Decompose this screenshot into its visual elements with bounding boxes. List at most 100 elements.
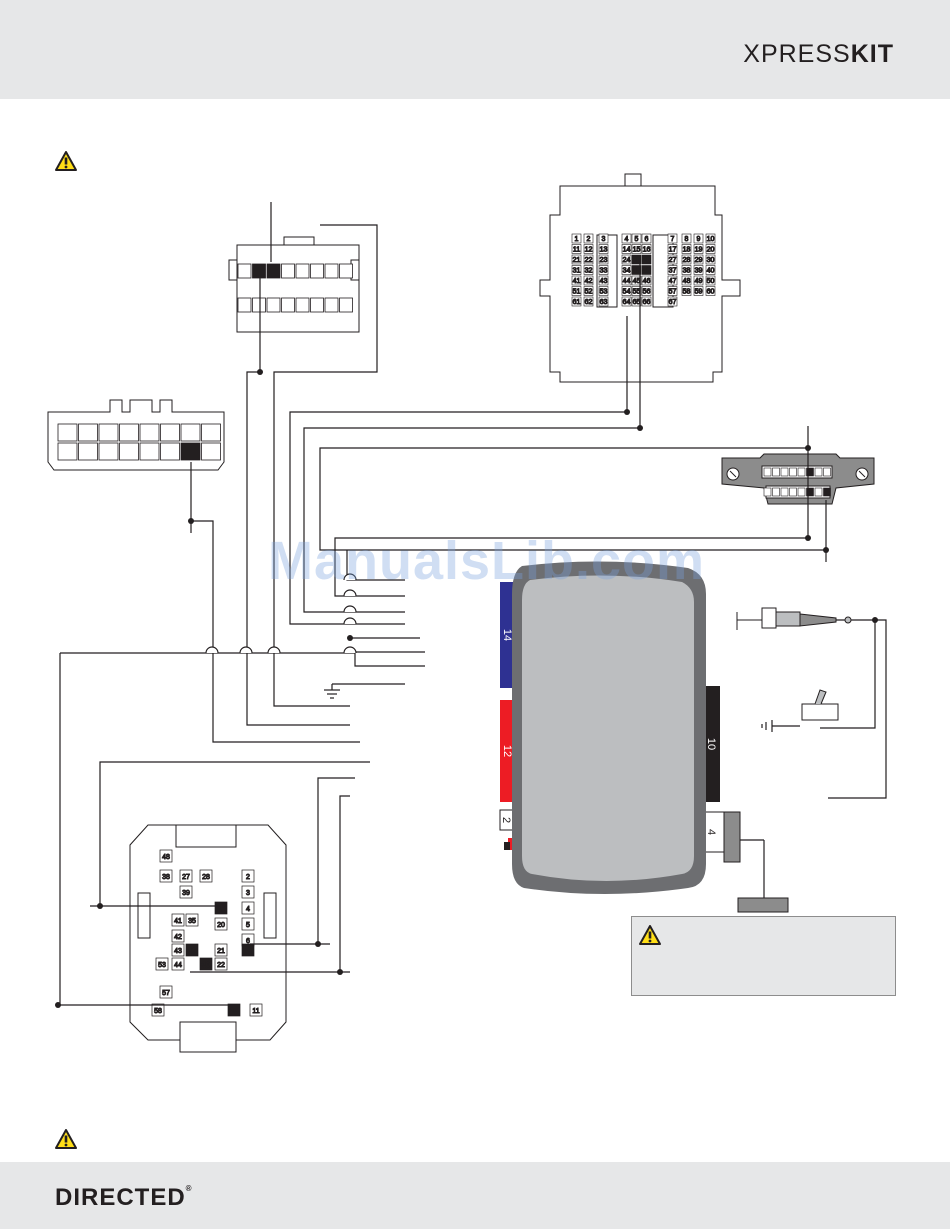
connector-pin [139, 423, 160, 442]
bcm-pin [571, 296, 582, 307]
bcm-pin [667, 286, 678, 296]
obd-pin [806, 467, 814, 477]
connector-pin [57, 442, 78, 461]
bcm-pin [693, 254, 704, 265]
connector-pin [281, 297, 295, 313]
bcm-pin [705, 286, 716, 296]
bcm-pin [621, 275, 632, 286]
obd-connector [721, 453, 875, 505]
bcm-pin [571, 233, 582, 244]
connector-pin [310, 297, 324, 313]
bcm-pin [583, 265, 594, 275]
bcm-pin-label: 27 [669, 257, 677, 264]
bcm-pin [641, 286, 652, 296]
bcm-pin-label: 22 [585, 257, 593, 264]
switch-icon [801, 689, 839, 721]
bcm-pin [583, 233, 594, 244]
bcm-pin-label: 48 [683, 278, 691, 285]
bcm-pin-label: 25 [633, 257, 641, 264]
port-4-label: 4 [705, 829, 717, 835]
obd-pin [797, 467, 806, 477]
connector-pin [266, 263, 281, 279]
header-bar [0, 0, 950, 99]
lower-pin [185, 943, 199, 957]
lower-pin [159, 869, 173, 883]
connector-pin [98, 423, 119, 442]
bcm-pin [598, 244, 609, 254]
bcm-pin [705, 275, 716, 286]
bcm-pin [631, 265, 642, 275]
lower-pin-label: 35 [188, 918, 196, 925]
bcm-pin-label: 66 [643, 299, 651, 306]
bcm-pin [621, 254, 632, 265]
bcm-pin-label: 56 [643, 289, 651, 296]
connector-pin [310, 263, 324, 279]
bcm-pin [598, 296, 609, 307]
bcm-pin [571, 265, 582, 275]
connector-pin [78, 442, 98, 461]
bcm-pin-label: 13 [600, 247, 608, 254]
obd-pin [814, 487, 823, 497]
bcm-pin-label: 18 [683, 247, 691, 254]
bcm-pin-label: 43 [600, 278, 608, 285]
bcm-pin-label: 49 [695, 278, 703, 285]
bcm-pin-label: 53 [600, 289, 608, 296]
bcm-pin [705, 254, 716, 265]
lower-pin-label: 3 [246, 890, 250, 897]
lower-pin [199, 957, 213, 971]
lower-pin [227, 1003, 241, 1017]
obd-pin [806, 487, 814, 497]
junction-dots [55, 369, 878, 1008]
bcm-pin [631, 286, 642, 296]
lower-pin-label: 11 [252, 1008, 259, 1015]
bcm-pin-label: 26 [643, 257, 651, 264]
bcm-pin-label: 30 [707, 257, 715, 264]
bcm-pin-label: 7 [671, 236, 675, 243]
obd-pin [780, 487, 789, 497]
lower-pin-label: 4 [246, 906, 250, 913]
bcm-pin-label: 41 [573, 278, 581, 285]
lower-pin-label: 7 [246, 948, 250, 955]
bcm-pin-label: 54 [623, 289, 631, 296]
bcm-pin-label: 32 [585, 268, 593, 275]
lower-pin-label: 6 [246, 938, 250, 945]
bcm-pin [681, 233, 692, 244]
lower-pin [159, 985, 173, 999]
bcm-pin-label: 12 [585, 247, 593, 254]
bcm-pin-label: 37 [669, 268, 677, 275]
lower-pin-label: 5 [246, 922, 250, 929]
lower-pin [185, 913, 199, 927]
remote-start-module: 14 12 10 2 4 [499, 561, 789, 913]
bcm-pin-label: 45 [633, 278, 641, 285]
port-2-label: 2 [500, 817, 512, 823]
bcm-pin-label: 36 [643, 268, 651, 275]
bcm-pin [631, 254, 642, 265]
obd-pin [763, 467, 772, 477]
obd-pin [823, 467, 831, 477]
bcm-pin [705, 265, 716, 275]
bcm-pin-label: 3 [602, 236, 606, 243]
lower-pin-label: 53 [158, 962, 166, 969]
lower-pin [159, 849, 173, 863]
obd-pin [789, 487, 797, 497]
lower-pin-label: 43 [174, 948, 182, 955]
connector-pin [281, 263, 295, 279]
lower-pin-label: 36 [188, 948, 196, 955]
obd-pin [823, 487, 831, 497]
lower-pin-label: 28 [202, 874, 210, 881]
bcm-pin-label: 10 [707, 236, 715, 243]
connector-pin [160, 423, 180, 442]
bcm-pin [641, 233, 652, 244]
bcm-pin [641, 265, 652, 275]
connector-pin [160, 442, 180, 461]
bcm-pin-label: 19 [695, 247, 703, 254]
lower-pin [171, 929, 185, 943]
bcm-pin-label: 55 [633, 289, 641, 296]
bcm-pin-label: 50 [707, 278, 715, 285]
bcm-pin-label: 39 [695, 268, 703, 275]
bcm-pin [631, 233, 642, 244]
brand-logo: XPRESSKIT [743, 40, 894, 69]
connector-pin [339, 297, 353, 313]
